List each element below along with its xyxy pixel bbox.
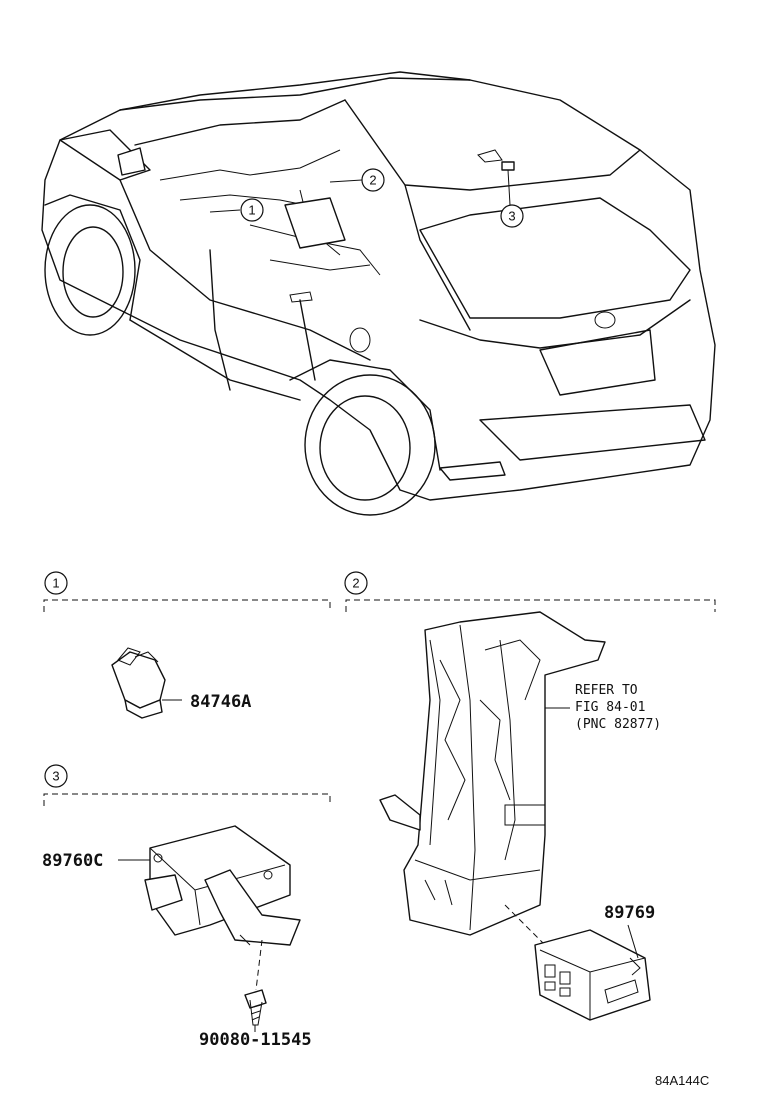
part-number-89760c: 89760C <box>42 851 103 871</box>
section-1-marker: 1 <box>52 576 59 591</box>
vehicle-overview <box>41 71 716 516</box>
callout-2: 2 <box>361 168 385 192</box>
section-1: 1 84746A <box>43 571 331 719</box>
section-2: 2 REFER TO FIG 84-01 (PNC 82877) <box>344 571 716 1021</box>
control-module-illustration <box>534 929 651 1021</box>
refer-note-line-3: (PNC 82877) <box>575 717 661 732</box>
section-3: 3 89760C 90080-11545 <box>42 764 331 1050</box>
callout-1-label: 1 <box>248 203 255 218</box>
part-number-84746a: 84746A <box>190 692 251 712</box>
refer-note-line-1: REFER TO <box>575 683 638 698</box>
figure-code: 84A144C <box>655 1073 709 1088</box>
callout-3: 3 <box>500 204 524 228</box>
part-number-90080-11545: 90080-11545 <box>199 1030 312 1050</box>
callout-1: 1 <box>240 198 264 222</box>
callout-3-label: 3 <box>508 209 515 224</box>
section-2-marker: 2 <box>352 576 359 591</box>
bolt-illustration <box>244 989 267 1026</box>
switch-part-illustration <box>111 647 182 719</box>
part-number-89769: 89769 <box>604 903 655 923</box>
section-3-marker: 3 <box>52 769 59 784</box>
sensor-module-illustration <box>144 825 301 946</box>
console-bracket-illustration <box>379 611 606 936</box>
refer-note-line-2: FIG 84-01 <box>575 700 645 715</box>
callout-2-label: 2 <box>369 173 376 188</box>
callout-leaders <box>209 169 511 213</box>
